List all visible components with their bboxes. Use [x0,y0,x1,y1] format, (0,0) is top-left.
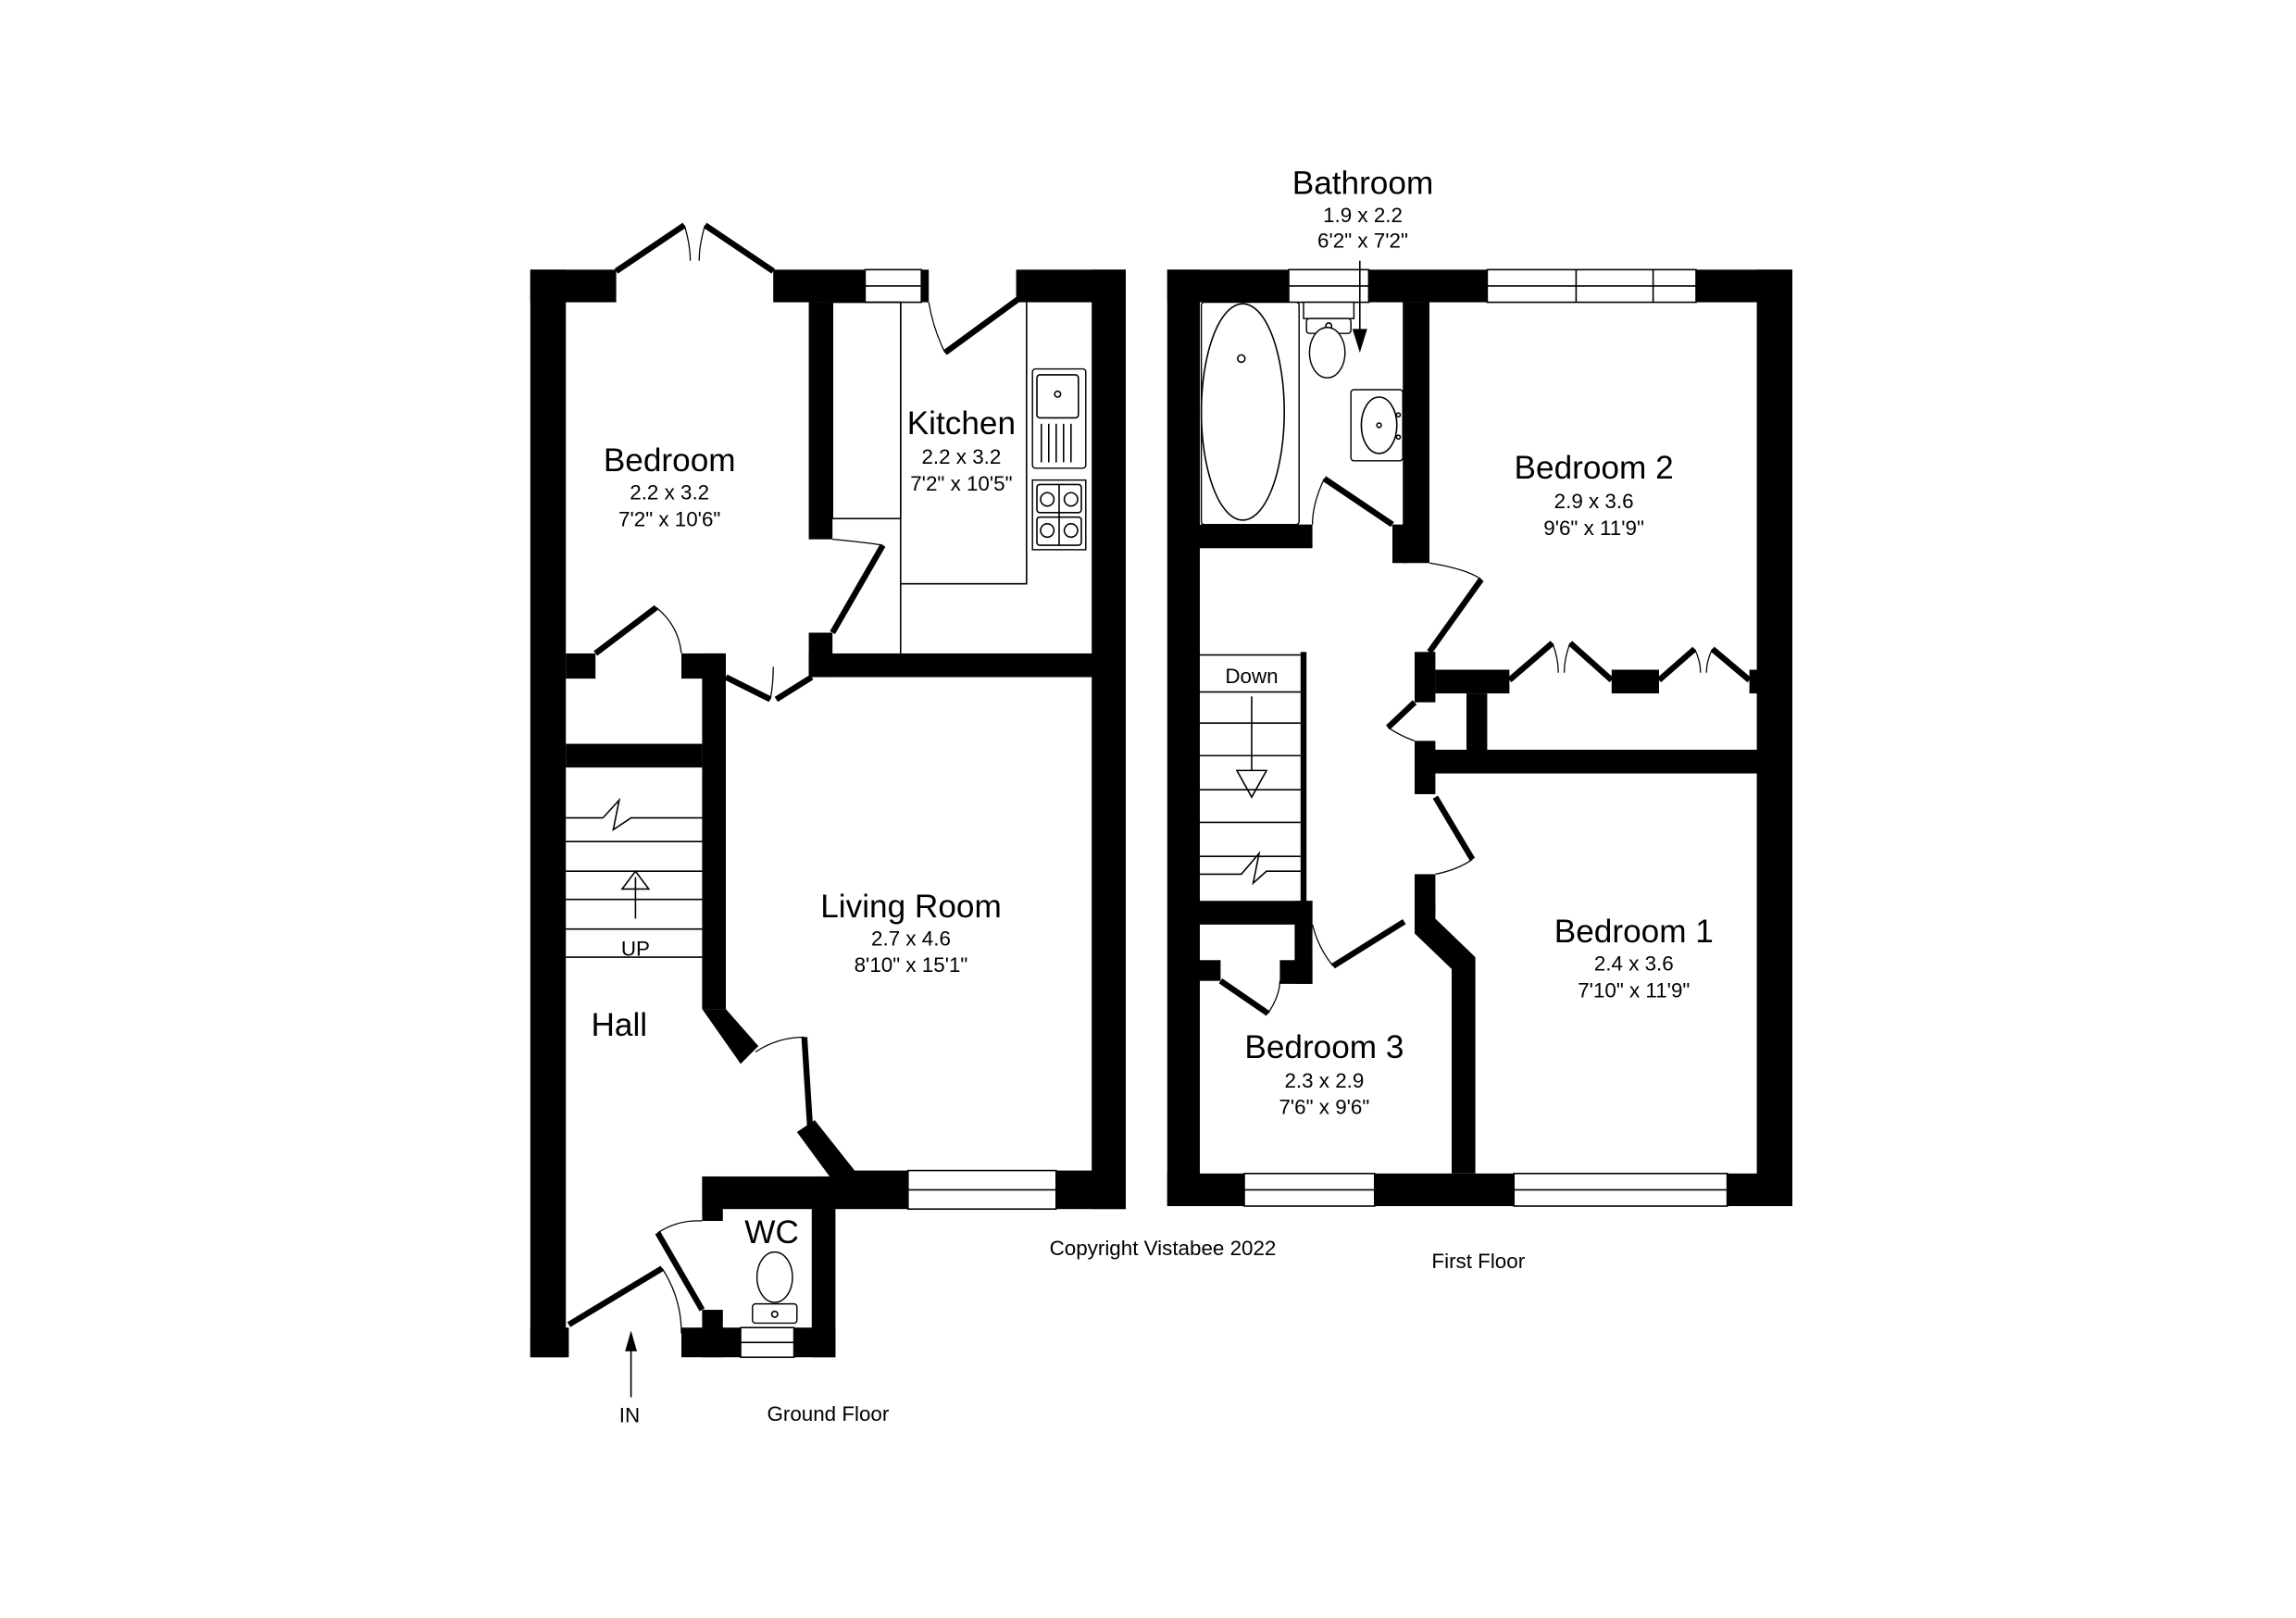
front-door [567,1265,682,1334]
room-metric-living-room: 2.7 x 4.6 [871,927,951,950]
room-name-bedroom-3: Bedroom 3 [1244,1029,1404,1065]
room-imperial-living-room: 8'10" x 15'1" [855,953,968,977]
room-imperial-bathroom: 6'2" x 7'2" [1317,229,1408,252]
room-metric-bedroom-2: 2.9 x 3.6 [1554,490,1634,513]
kitchen-units [831,301,1087,653]
room-imperial-bedroom: 7'2" x 10'6" [618,507,720,530]
up-arrow-icon [620,869,651,890]
entrance-arrow-icon [625,1330,637,1398]
bedroom-3-door [1311,918,1406,969]
room-imperial-bedroom-2: 9'6" x 11'9" [1543,517,1644,540]
ground-floor-title: Ground Floor [767,1402,889,1425]
ground-floor-stairs [566,797,703,958]
room-name-hall: Hall [591,1007,647,1043]
first-floor-stairs [1200,653,1301,886]
toilet-icon [752,1251,798,1325]
room-name-wc: WC [744,1214,799,1251]
room-imperial-kitchen: 7'2" x 10'5" [910,472,1012,495]
wardrobe-doors-right [1656,646,1752,683]
stairs-down-label: Down [1225,665,1278,688]
entrance-label: IN [619,1404,640,1427]
room-metric-bedroom-3: 2.3 x 2.9 [1284,1069,1364,1092]
living-room-door [755,1036,814,1131]
first-floor-plan [1167,260,1792,1207]
bath-icon [1200,301,1300,526]
bedroom-1-door [1432,795,1476,876]
room-name-living-room: Living Room [820,889,1002,925]
ground-floor-plan [530,222,1126,1398]
copyright-text: Copyright Vistabee 2022 [1050,1237,1277,1260]
room-imperial-bedroom-1: 7'10" x 11'9" [1578,978,1690,1002]
room-imperial-bedroom-3: 7'6" x 9'6" [1279,1096,1369,1119]
room-metric-bedroom-1: 2.4 x 3.6 [1594,952,1674,975]
room-labels: Bedroom 2.2 x 3.2 7'2" x 10'6" Kitchen 2… [591,166,1713,1427]
kitchen-back-door [928,293,1024,355]
bedroom-door [593,604,682,656]
room-metric-bathroom: 1.9 x 2.2 [1323,204,1403,227]
down-arrow-icon [1235,769,1268,799]
airing-cupboard-door [1386,700,1417,741]
cupboard-door [1218,978,1281,1016]
bedroom-2-door [1427,562,1484,654]
bathroom-toilet-icon [1303,301,1355,379]
room-name-bathroom: Bathroom [1292,166,1434,202]
living-room-double-door [724,666,814,703]
room-name-bedroom-1: Bedroom 1 [1554,914,1714,950]
room-metric-bedroom: 2.2 x 3.2 [630,480,709,504]
room-name-bedroom-2: Bedroom 2 [1515,450,1674,486]
stairs-up-label: UP [621,937,650,960]
bathroom-door [1311,476,1394,528]
wc-door [655,1220,705,1312]
room-metric-kitchen: 2.2 x 3.2 [921,445,1001,468]
first-floor-title: First Floor [1431,1250,1525,1273]
basin-icon [1350,389,1404,462]
bathroom-label-arrow-icon [1352,260,1367,353]
bedroom-french-doors [614,222,775,274]
kitchen-door [830,539,886,635]
wardrobe-doors-left [1507,641,1614,683]
room-name-bedroom: Bedroom [604,442,736,479]
room-name-kitchen: Kitchen [907,405,1016,442]
